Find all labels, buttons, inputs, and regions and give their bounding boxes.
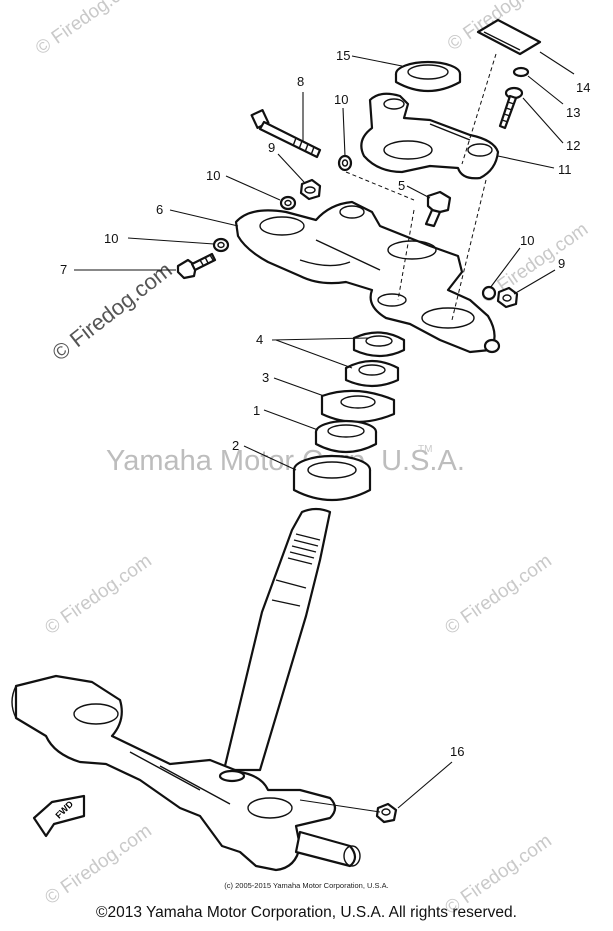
watermark-site: © Firedog.com [32,0,146,59]
leader-lines [74,51,575,813]
part-1-bearing [314,419,378,454]
watermark-site: © Firedog.com [441,550,555,639]
callout-10: 10 [334,92,348,107]
callout-16: 16 [450,744,464,759]
callout-13: 13 [566,105,580,120]
callout-10: 10 [520,233,534,248]
part-8-bolt [250,109,322,159]
watermark-brand: Yamaha Motor Corp, U.S.A. [106,445,465,477]
part-10-washer-right [481,285,497,301]
callout-6: 6 [156,202,163,217]
lower-bracket [11,674,361,872]
part-6-crown [234,200,501,354]
fwd-arrow-icon: FWD [32,794,86,838]
callout-3: 3 [262,370,269,385]
callout-15: 15 [336,48,350,63]
callout-12: 12 [566,138,580,153]
part-5-bolt [424,190,452,228]
part-11-upper-holder [360,92,500,180]
part-3-bearing-cover [320,389,396,424]
callout-9: 9 [558,256,565,271]
part-9-nut-upper [299,178,322,201]
copyright-small: (c) 2005-2015 Yamaha Motor Corporation, … [224,881,389,890]
watermark-site: © Firedog.com [41,550,155,639]
part-16-bolt [375,802,398,824]
part-7-bolt [176,252,217,280]
part-10-washer-top [337,154,353,172]
assembly-lines [345,53,497,321]
callout-1: 1 [253,403,260,418]
part-4-ring-nut-lower [344,359,400,388]
callout-14: 14 [576,80,590,95]
steering-stem [222,507,332,772]
part-2-bearing [292,454,372,502]
callout-9: 9 [268,140,275,155]
callout-10: 10 [206,168,220,183]
watermark-tm: TM [418,444,432,455]
copyright-main: ©2013 Yamaha Motor Corporation, U.S.A. A… [96,904,517,921]
part-4-ring-nut-upper [352,331,406,358]
watermark-site: © Firedog.com [41,820,155,909]
callout-5: 5 [398,178,405,193]
part-15-cap [394,60,462,92]
part-13-screw [512,66,530,78]
callout-4: 4 [256,332,263,347]
callout-7: 7 [60,262,67,277]
part-9-nut-right [496,286,519,309]
callout-11: 11 [558,162,572,177]
callout-10: 10 [104,231,118,246]
part-14-plate [476,18,542,56]
callout-labels: 15 14 13 12 11 8 10 9 10 5 6 10 7 10 9 4… [60,48,590,759]
callout-8: 8 [297,74,304,89]
part-12-bolt [498,86,524,130]
part-10-washer-left [212,237,230,253]
callout-2: 2 [232,438,239,453]
part-10-washer-upper [279,195,297,211]
